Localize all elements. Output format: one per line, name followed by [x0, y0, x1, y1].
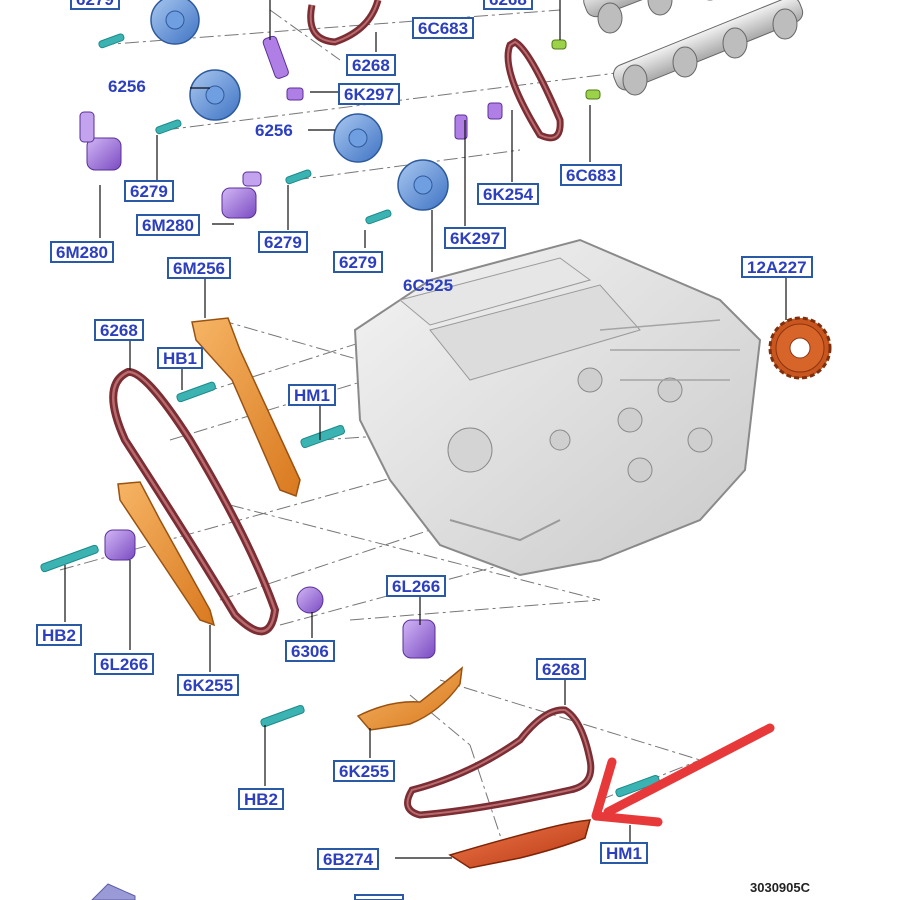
callout-6m280-middle: 6M280 [136, 214, 200, 236]
callout-6279-left: 6279 [124, 180, 174, 202]
callout-6m256: 6M256 [167, 257, 231, 279]
callout-6m280-left: 6M280 [50, 241, 114, 263]
callout-6268-left: 6268 [94, 319, 144, 341]
callout-6279-top: 6279 [70, 0, 120, 10]
highlight-arrow [591, 723, 775, 827]
callout-12a227: 12A227 [741, 256, 813, 278]
callout-hb1: HB1 [157, 347, 204, 369]
engine-block [353, 238, 762, 577]
cam-phaser-lower [397, 159, 449, 211]
callout-6l266-right: 6L266 [386, 575, 447, 597]
tensioner-left [104, 529, 136, 561]
callout-hm1-upper: HM1 [288, 384, 336, 406]
callout-6k255-lower: 6K255 [333, 760, 396, 782]
timing-chain-guide-lower-left [117, 481, 216, 627]
idler-6306 [296, 586, 324, 614]
bracket-top [262, 35, 304, 101]
camshaft-upper [583, 0, 803, 34]
callout-6268-lower: 6268 [536, 658, 586, 680]
timing-chain-guide-highlighted [448, 819, 592, 869]
callout-6268-top: 6268 [346, 54, 396, 76]
tensioner-lower [402, 619, 436, 659]
camshaft-dowel-upper [551, 39, 567, 50]
callout-6k297-lower: 6K297 [444, 227, 507, 249]
callout-6c683-right: 6C683 [560, 164, 623, 186]
drawing-number: 3030905C [750, 880, 811, 895]
bolts [40, 33, 660, 798]
bracket-right [454, 102, 503, 140]
solenoid-left-middle [221, 171, 262, 219]
camshaft-dowel-lower [585, 89, 601, 100]
timing-chain-lower [404, 706, 595, 819]
callout-6k297-upper: 6K297 [338, 83, 401, 105]
cam-phaser-upper-left [189, 69, 241, 121]
callout-hb2-lower: HB2 [238, 788, 285, 810]
callout-6c525: 6C525 [403, 276, 454, 295]
callout-6268-top-right: 6268 [483, 0, 533, 10]
timing-chain-guide-lower [356, 666, 463, 731]
cropped-callout-box [354, 894, 404, 900]
view-direction-arrow [91, 883, 136, 900]
callout-6l266-left: 6L266 [94, 653, 155, 675]
callout-6279-middle: 6279 [258, 231, 308, 253]
callout-6b274: 6B274 [317, 848, 380, 870]
callout-6k255-left: 6K255 [177, 674, 240, 696]
timing-chain-guide-upper-left [191, 317, 301, 497]
cam-phaser-top [150, 0, 200, 45]
callout-6c683-top: 6C683 [412, 17, 475, 39]
callout-6k254: 6K254 [477, 183, 540, 205]
callout-6306: 6306 [285, 640, 335, 662]
leader-lines [64, 0, 787, 859]
crankshaft-sprocket [768, 316, 832, 380]
callout-6256-lower: 6256 [255, 121, 293, 140]
callout-6279-lower: 6279 [333, 251, 383, 273]
callout-6256-upper: 6256 [108, 77, 146, 96]
camshaft-lower [613, 0, 804, 96]
cam-phaser-middle [333, 113, 383, 163]
solenoid-upper-left [79, 111, 122, 171]
callout-hm1-lower: HM1 [600, 842, 648, 864]
callout-hb2-left: HB2 [36, 624, 83, 646]
